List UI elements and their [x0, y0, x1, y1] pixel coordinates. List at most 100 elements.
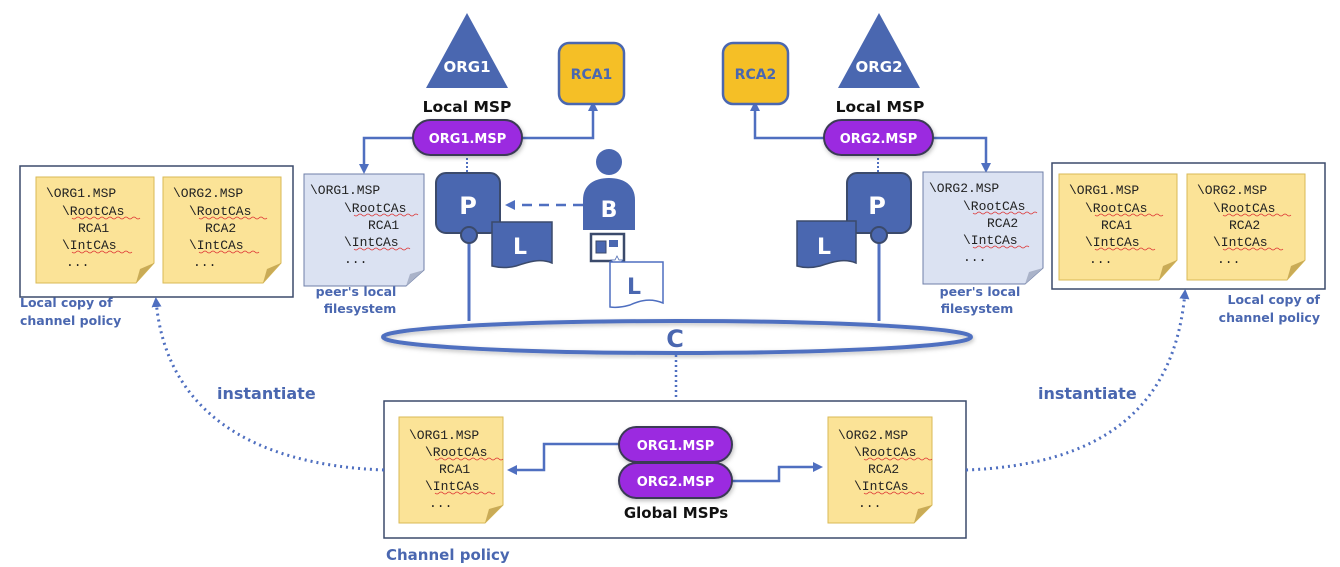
org2-group: ORG2 Local MSP ORG2.MSP RCA2 \ORG2.MSP \…: [721, 13, 1044, 321]
global-org2-msp-label: ORG2.MSP: [637, 475, 715, 490]
rca1-box: RCA1: [557, 41, 626, 106]
global-msps-label: Global MSPs: [624, 504, 728, 522]
org1-filesystem-note: \ORG1.MSP \RootCAs RCA1 \IntCAs ...: [303, 173, 425, 287]
note-line: \IntCAs: [189, 238, 244, 253]
channel-policy-caption: Channel policy: [386, 546, 510, 564]
note-line: \RootCAs: [344, 201, 406, 216]
global-org1-msp-label: ORG1.MSP: [637, 439, 715, 454]
org1-triangle-icon: ORG1: [426, 13, 508, 88]
org2-peer-label: P: [868, 192, 886, 220]
org1-ledger-label: L: [513, 235, 527, 260]
user-b-label: B: [601, 198, 618, 223]
note-line: \RootCAs: [62, 204, 124, 219]
global-org1-to-note-arrow: [507, 442, 622, 475]
org1-msp-to-filesystem-arrow: [359, 136, 415, 174]
note-line: \IntCAs: [1213, 235, 1268, 250]
local-copy-caption-line1: Local copy of: [1227, 292, 1320, 307]
note-line: RCA2: [205, 221, 236, 236]
instantiate-left-arrow: [151, 297, 385, 472]
org2-label: ORG2: [855, 58, 902, 76]
sticky-note: \ORG2.MSP \RootCAs RCA2 \IntCAs ...: [162, 176, 282, 284]
org2-filesystem-note: \ORG2.MSP \RootCAs RCA2 \IntCAs ...: [922, 171, 1044, 285]
org1-msp-pill: ORG1.MSP: [412, 119, 523, 156]
channel-ring: [381, 319, 973, 355]
note-line: ...: [344, 252, 367, 267]
rca2-label: RCA2: [735, 67, 777, 83]
channel-ledger-icon: L: [609, 261, 664, 309]
user-icon: B: [583, 149, 635, 230]
note-line: \IntCAs: [1085, 235, 1140, 250]
channel-ledger-label: L: [627, 275, 641, 300]
note-line: \IntCAs: [425, 479, 480, 494]
instantiate-left-label: instantiate: [217, 384, 316, 403]
note-line: ...: [193, 255, 216, 270]
channel-label: C: [666, 325, 684, 353]
global-org2-msp-pill: ORG2.MSP: [618, 462, 733, 499]
note-line: RCA2: [868, 462, 899, 477]
note-line: RCA1: [78, 221, 109, 236]
note-line: RCA1: [368, 218, 399, 233]
rca1-label: RCA1: [571, 67, 613, 83]
note-line: RCA2: [1229, 218, 1260, 233]
instantiate-right-arrow: [965, 289, 1190, 472]
note-line: RCA2: [987, 216, 1018, 231]
note-line: \RootCAs: [189, 204, 251, 219]
org1-filesystem-caption-line2: filesystem: [324, 301, 397, 316]
note-line: \RootCAs: [425, 445, 487, 460]
local-copy-left: \ORG1.MSP \RootCAs RCA1 \IntCAs ... \ORG…: [19, 165, 294, 328]
sticky-note: \ORG2.MSP \RootCAs RCA2 \IntCAs ...: [827, 416, 933, 524]
note-line: ...: [66, 255, 89, 270]
rca2-box: RCA2: [721, 41, 790, 106]
note-line: \IntCAs: [854, 479, 909, 494]
global-org1-msp-pill: ORG1.MSP: [618, 426, 733, 463]
note-line: \RootCAs: [963, 199, 1025, 214]
org2-msp-pill-label: ORG2.MSP: [840, 132, 918, 147]
org1-msp-pill-label: ORG1.MSP: [429, 132, 507, 147]
note-line: ...: [858, 496, 881, 511]
org2-ledger-icon: L: [796, 220, 857, 269]
note-line: \RootCAs: [1213, 201, 1275, 216]
note-line: \IntCAs: [62, 238, 117, 253]
org1-peer-node: P: [435, 172, 501, 244]
org2-peer-node: P: [846, 172, 912, 244]
note-line: ...: [1217, 252, 1240, 267]
note-line: \ORG1.MSP: [46, 186, 116, 201]
note-line: RCA1: [439, 462, 470, 477]
note-line: \ORG2.MSP: [929, 181, 999, 196]
note-line: \IntCAs: [344, 235, 399, 250]
note-line: ...: [963, 250, 986, 265]
local-copy-right: \ORG1.MSP \RootCAs RCA1 \IntCAs ... \ORG…: [1051, 162, 1326, 325]
org2-filesystem-caption-line1: peer's local: [940, 284, 1021, 299]
note-line: \IntCAs: [963, 233, 1018, 248]
org1-label: ORG1: [443, 58, 490, 76]
global-org2-to-note-arrow: [732, 462, 823, 483]
note-line: \ORG1.MSP: [310, 183, 380, 198]
sticky-note: \ORG1.MSP \RootCAs RCA1 \IntCAs ...: [398, 416, 504, 524]
org2-filesystem-caption-line2: filesystem: [941, 301, 1014, 316]
instantiate-right-label: instantiate: [1038, 384, 1137, 403]
local-copy-caption-line2: channel policy: [20, 313, 121, 328]
note-line: \RootCAs: [1085, 201, 1147, 216]
org1-group: ORG1 Local MSP ORG1.MSP RCA1 \ORG1.MSP \…: [303, 13, 626, 321]
org1-msp-to-rca1-arrow: [520, 101, 598, 140]
note-line: \ORG2.MSP: [173, 186, 243, 201]
note-line: \ORG2.MSP: [838, 428, 908, 443]
org1-ledger-icon: L: [491, 221, 553, 269]
sticky-note: \ORG2.MSP \RootCAs RCA2 \IntCAs ...: [1186, 173, 1306, 281]
channel-policy: \ORG1.MSP \RootCAs RCA1 \IntCAs ... \ORG…: [383, 400, 967, 539]
note-line: ...: [429, 496, 452, 511]
org2-local-msp-label: Local MSP: [836, 98, 925, 116]
org2-msp-to-rca2-arrow: [750, 101, 825, 140]
certificate-icon: [589, 232, 626, 268]
user-b-group: B: [505, 149, 635, 268]
note-line: \ORG1.MSP: [1069, 183, 1139, 198]
note-line: RCA1: [1101, 218, 1132, 233]
org2-msp-to-filesystem-arrow: [933, 136, 991, 173]
org1-filesystem-caption-line1: peer's local: [316, 284, 397, 299]
note-line: \ORG1.MSP: [409, 428, 479, 443]
local-copy-caption-line2: channel policy: [1219, 310, 1320, 325]
note-line: \RootCAs: [854, 445, 916, 460]
org2-triangle-icon: ORG2: [838, 13, 920, 88]
sticky-note: \ORG1.MSP \RootCAs RCA1 \IntCAs ...: [35, 176, 155, 284]
